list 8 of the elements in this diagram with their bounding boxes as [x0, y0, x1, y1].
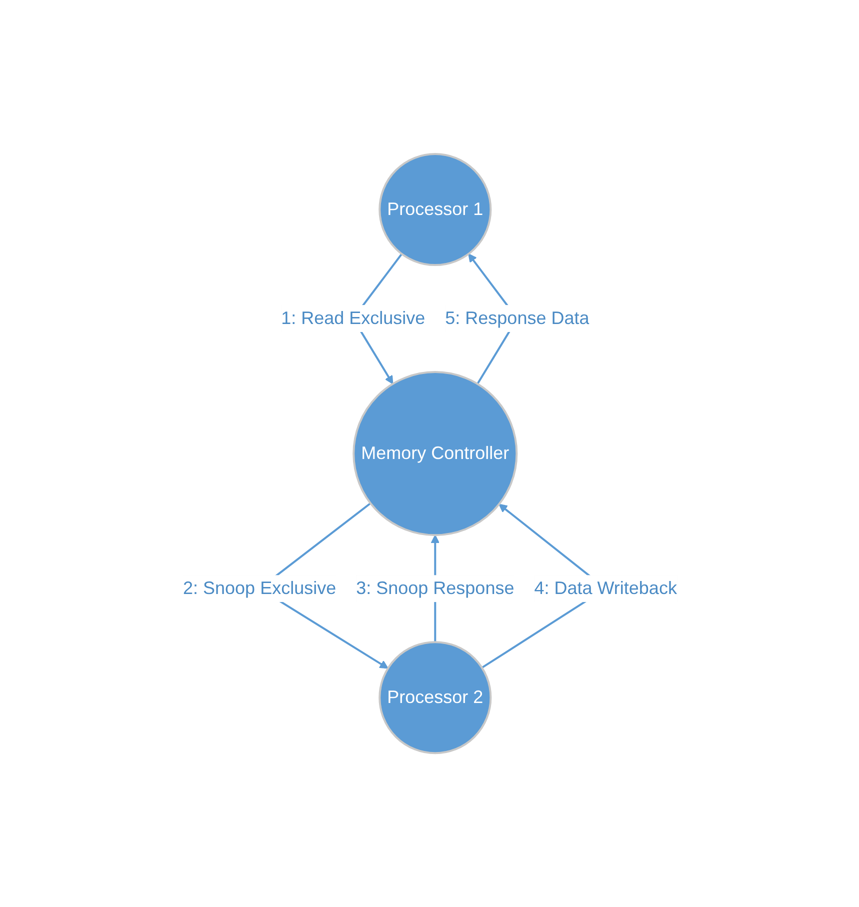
node-circle: Processor 2: [378, 641, 492, 754]
edge-label: 3: Snoop Response: [356, 578, 514, 598]
edge-label: 4: Data Writeback: [534, 578, 676, 598]
edge-label: 5: Response Data: [444, 308, 589, 328]
node-circle: Processor 1: [378, 152, 492, 266]
edge-label: 1: Read Exclusive: [280, 308, 425, 328]
node-circle: Memory Controller: [352, 370, 518, 536]
edge-label: 2: Snoop Exclusive: [182, 578, 336, 598]
